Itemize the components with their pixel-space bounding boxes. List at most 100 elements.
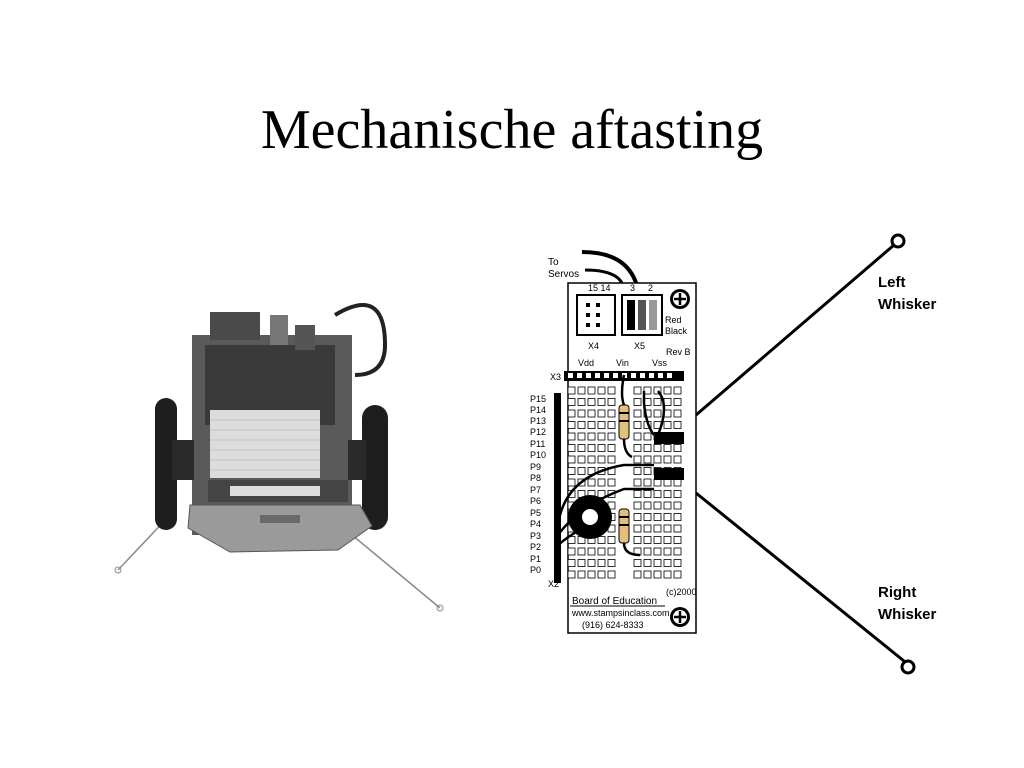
- breadboard-hole: [653, 386, 662, 395]
- whisker-contact-header: [654, 432, 684, 444]
- breadboard-hole: [597, 559, 606, 567]
- breadboard-hole: [567, 559, 576, 567]
- breadboard-hole: [633, 455, 642, 464]
- board-phone: (916) 624-8333: [582, 620, 644, 630]
- breadboard-hole: [673, 570, 682, 579]
- breadboard-hole: [587, 432, 596, 441]
- breadboard-hole: [597, 432, 606, 441]
- breadboard-hole: [673, 490, 682, 498]
- breadboard-hole: [653, 547, 662, 556]
- breadboard-hole: [577, 409, 586, 418]
- breadboard-hole: [607, 386, 616, 395]
- breadboard-hole: [663, 478, 672, 487]
- screw-icon: [670, 289, 690, 309]
- breadboard-hole: [673, 513, 682, 521]
- breadboard-hole: [587, 547, 596, 556]
- pin-label: P4: [530, 519, 541, 529]
- pin-label: P2: [530, 542, 541, 552]
- breadboard-hole: [663, 455, 672, 464]
- whisker-wiring-diagram: To Servos 15 14 3 2 X4 X5 Red Black Rev …: [530, 233, 937, 675]
- breadboard-hole: [673, 536, 682, 544]
- left-whisker-label-line1: Left: [878, 274, 906, 291]
- jumper-wires: [556, 374, 666, 557]
- breadboard-hole: [663, 386, 672, 395]
- right-whisker-label-line1: Right: [878, 584, 916, 601]
- breadboard-hole: [633, 524, 642, 533]
- left-whisker: [695, 243, 895, 417]
- whisker-contact-header: [654, 468, 684, 480]
- pin-label: P8: [530, 473, 541, 483]
- left-whisker-tip: [890, 233, 906, 249]
- breadboard-hole: [567, 398, 576, 406]
- pin-label: P12: [530, 427, 546, 437]
- breadboard-hole: [607, 455, 616, 464]
- pin-label: P13: [530, 416, 546, 426]
- breadboard-hole: [567, 444, 576, 452]
- breadboard-hole: [597, 478, 606, 487]
- breadboard-hole: [577, 444, 586, 452]
- breadboard-hole: [587, 421, 596, 429]
- breadboard-hole: [663, 524, 672, 533]
- breadboard-hole: [597, 409, 606, 418]
- breadboard-hole: [653, 478, 662, 487]
- breadboard-hole: [587, 478, 596, 487]
- breadboard-hole: [597, 421, 606, 429]
- breadboard-hole: [577, 386, 586, 395]
- breadboard-hole: [587, 386, 596, 395]
- breadboard-hole: [607, 444, 616, 452]
- breadboard-hole: [643, 409, 652, 418]
- breadboard-hole: [643, 444, 652, 452]
- right-whisker: [695, 491, 905, 663]
- breadboard-hole: [643, 386, 652, 395]
- breadboard-hole: [653, 444, 662, 452]
- rev-label: Rev B: [666, 347, 691, 357]
- breadboard-hole: [607, 536, 616, 544]
- breadboard-hole: [663, 501, 672, 510]
- breadboard-hole: [643, 455, 652, 464]
- pin-label: P1: [530, 554, 541, 564]
- screw-icon: [670, 607, 690, 627]
- breadboard-hole: [567, 547, 576, 556]
- breadboard-hole: [607, 409, 616, 418]
- x4-pins-label: 15 14: [588, 283, 611, 293]
- breadboard-hole: [607, 398, 616, 406]
- breadboard-hole: [577, 547, 586, 556]
- breadboard-hole: [567, 455, 576, 464]
- red-label: Red: [665, 315, 682, 325]
- breadboard-hole: [633, 478, 642, 487]
- x5-label: X5: [634, 341, 645, 351]
- left-whisker-label-line2: Whisker: [878, 296, 937, 313]
- breadboard-hole: [567, 478, 576, 487]
- vdd-label: Vdd: [578, 358, 594, 368]
- breadboard-hole: [673, 478, 682, 487]
- breadboard-hole: [653, 409, 662, 418]
- breadboard-hole: [663, 398, 672, 406]
- breadboard-hole: [567, 570, 576, 579]
- breadboard-hole: [653, 524, 662, 533]
- breadboard-hole: [633, 386, 642, 395]
- breadboard-hole: [673, 524, 682, 533]
- breadboard-hole: [577, 559, 586, 567]
- breadboard-hole: [597, 386, 606, 395]
- breadboard-hole: [567, 409, 576, 418]
- breadboard-hole: [567, 536, 576, 544]
- breadboard-hole: [577, 398, 586, 406]
- breadboard-hole: [673, 398, 682, 406]
- x2-io-header: [554, 393, 561, 583]
- vin-label: Vin: [616, 358, 629, 368]
- breadboard-hole: [633, 409, 642, 418]
- breadboard-hole: [673, 409, 682, 418]
- copyright-label: (c)2000: [666, 587, 697, 597]
- breadboard-hole: [633, 536, 642, 544]
- breadboard-hole: [587, 559, 596, 567]
- breadboard-hole: [653, 490, 662, 498]
- breadboard-hole: [633, 490, 642, 498]
- breadboard-hole: [633, 559, 642, 567]
- breadboard-hole: [643, 524, 652, 533]
- x2-label: X2: [548, 579, 559, 589]
- pin-label: P10: [530, 450, 546, 460]
- breadboard-hole: [633, 501, 642, 510]
- breadboard-hole: [663, 570, 672, 579]
- slide-title: Mechanische aftasting: [260, 99, 764, 161]
- pin-label: P15: [530, 394, 546, 404]
